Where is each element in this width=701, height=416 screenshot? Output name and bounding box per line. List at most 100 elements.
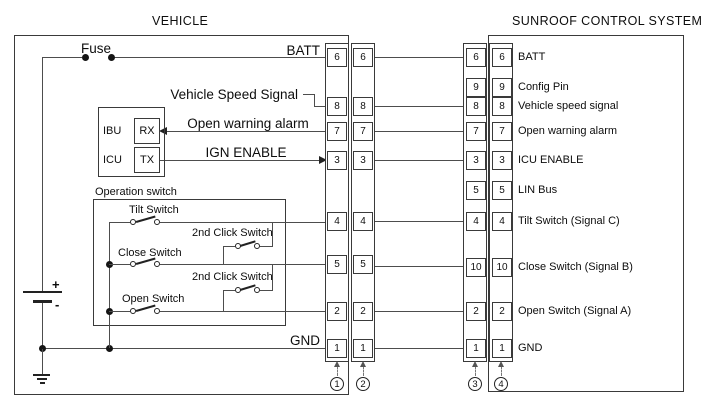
pin-label-config-pin: Config Pin: [518, 81, 569, 93]
wire-click-a-lead-out: [260, 246, 273, 247]
wire-speed-v: [314, 94, 315, 107]
wire-link-speed: [374, 106, 464, 107]
connector3-pin-8: 8: [466, 97, 486, 116]
wire-link-open: [374, 311, 464, 312]
wire-link-alarm: [374, 131, 464, 132]
connector2-pin-1: 1: [353, 339, 373, 358]
operation-switch-box: [93, 199, 286, 326]
open-switch-label: Open Switch: [122, 293, 185, 305]
wire-click-b-up: [272, 264, 273, 291]
gnd-label: GND: [290, 333, 320, 348]
pin-label-tilt-switch: Tilt Switch (Signal C): [518, 215, 620, 227]
arrowhead-open-warning: [159, 127, 167, 135]
connector4-pin-5: 5: [492, 181, 512, 200]
tilt-switch-label: Tilt Switch: [129, 204, 179, 216]
pin-label-lin-bus: LIN Bus: [518, 184, 558, 196]
pin-label-batt: BATT: [518, 51, 546, 63]
wire-link-tilt: [374, 221, 464, 222]
connector4-pin-2: 2: [492, 302, 512, 321]
ibu-icu-box: [98, 107, 165, 177]
connector1-pin-4: 4: [327, 212, 347, 231]
connector3-pin-3: 3: [466, 151, 486, 170]
tilt-switch-contact-right: [154, 219, 160, 225]
connector4-pin-4: 4: [492, 212, 512, 231]
wire-speed-h1: [303, 94, 315, 95]
connector2-pointer-line: [363, 366, 364, 376]
wire-click-a-up: [272, 222, 273, 247]
wire-click-b-lead-in: [223, 290, 235, 291]
pin-label-open-warning: Open warning alarm: [518, 125, 618, 137]
connector4-pin-9: 9: [492, 78, 512, 97]
wire-click-b-lead-out: [260, 290, 273, 291]
wire-battery-to-gnd: [42, 303, 43, 348]
battery-positive-plate: [23, 291, 62, 293]
connector2-pin-7: 7: [353, 122, 373, 141]
wire-link-batt: [374, 57, 464, 58]
wire-gnd: [42, 348, 326, 349]
vehicle-section-title: VEHICLE: [152, 14, 209, 28]
connector4-pin-8: 8: [492, 97, 512, 116]
click-b-contact-right: [254, 287, 260, 293]
connector1-pin-2: 2: [327, 302, 347, 321]
connector3-pin-6: 6: [466, 48, 486, 67]
wire-click-b-down: [223, 290, 224, 311]
wire-batt-left: [42, 57, 82, 58]
battery-plus-sign: +: [52, 277, 60, 292]
open-switch-contact-right: [154, 308, 160, 314]
open-warning-alarm-label: Open warning alarm: [187, 116, 309, 131]
fuse-terminal-dot-right: [108, 54, 115, 61]
connector2-pointer-arrow-icon: [360, 361, 366, 367]
connector3-pin-10: 10: [466, 258, 486, 277]
pin-label-icu-enable: ICU ENABLE: [518, 154, 584, 166]
connector4-pin-7: 7: [492, 122, 512, 141]
tilt-switch-contact-left: [130, 219, 136, 225]
connector2-pin-6: 6: [353, 48, 373, 67]
connector2-pin-8: 8: [353, 97, 373, 116]
tx-box: [134, 147, 160, 173]
wire-link-enable: [374, 160, 464, 161]
gnd-junction-dot-bus: [106, 345, 113, 352]
connector3-pin-5: 5: [466, 181, 486, 200]
wire-open-lead-in: [109, 311, 130, 312]
arrowhead-ign-enable: [319, 156, 327, 164]
connector2-pin-3: 3: [353, 151, 373, 170]
connector4-pin-3: 3: [492, 151, 512, 170]
connector1-pin-5: 5: [327, 255, 347, 274]
wire-close-lead-in: [109, 264, 130, 265]
wire-switch-bus: [109, 222, 110, 348]
second-click-switch-a-label: 2nd Click Switch: [192, 227, 273, 239]
connector4-pin-1: 1: [492, 339, 512, 358]
fuse-label: Fuse: [81, 41, 112, 56]
close-switch-contact-right: [154, 261, 160, 267]
pin-label-close-switch: Close Switch (Signal B): [518, 261, 633, 273]
ground-symbol-bar1: [33, 374, 50, 376]
connector4-pointer-line: [501, 366, 502, 376]
wire-batt-right: [111, 57, 326, 58]
connector1-pin-6: 6: [327, 48, 347, 67]
second-click-switch-b-label: 2nd Click Switch: [192, 271, 273, 283]
wire-tilt-lead-out: [160, 222, 326, 223]
batt-label: BATT: [286, 43, 321, 58]
wire-open-warning: [166, 131, 326, 132]
ground-symbol-bar3: [40, 382, 45, 384]
gnd-junction-dot-left: [39, 345, 46, 352]
connector3-pin-4: 4: [466, 212, 486, 231]
connector3-pin-1: 1: [466, 339, 486, 358]
connector4-pin-6: 6: [492, 48, 512, 67]
connector3-pin-7: 7: [466, 122, 486, 141]
connector3-pin-9: 9: [466, 78, 486, 97]
wire-open-lead-out: [160, 311, 326, 312]
pin-label-vehicle-speed: Vehicle speed signal: [518, 100, 619, 112]
connector4-callout: 4: [494, 377, 508, 391]
connector3-callout: 3: [468, 377, 482, 391]
connector3-pointer-arrow-icon: [472, 361, 478, 367]
connector1-pin-3: 3: [327, 151, 347, 170]
wire-ground-stem: [42, 349, 43, 374]
connector1-pin-7: 7: [327, 122, 347, 141]
connector3-pin-2: 2: [466, 302, 486, 321]
wire-batt-vertical: [42, 57, 43, 291]
wire-ign-enable: [160, 160, 319, 161]
connector2-pin-2: 2: [353, 302, 373, 321]
ibu-label: IBU: [103, 125, 122, 137]
tx-label: TX: [139, 154, 155, 166]
